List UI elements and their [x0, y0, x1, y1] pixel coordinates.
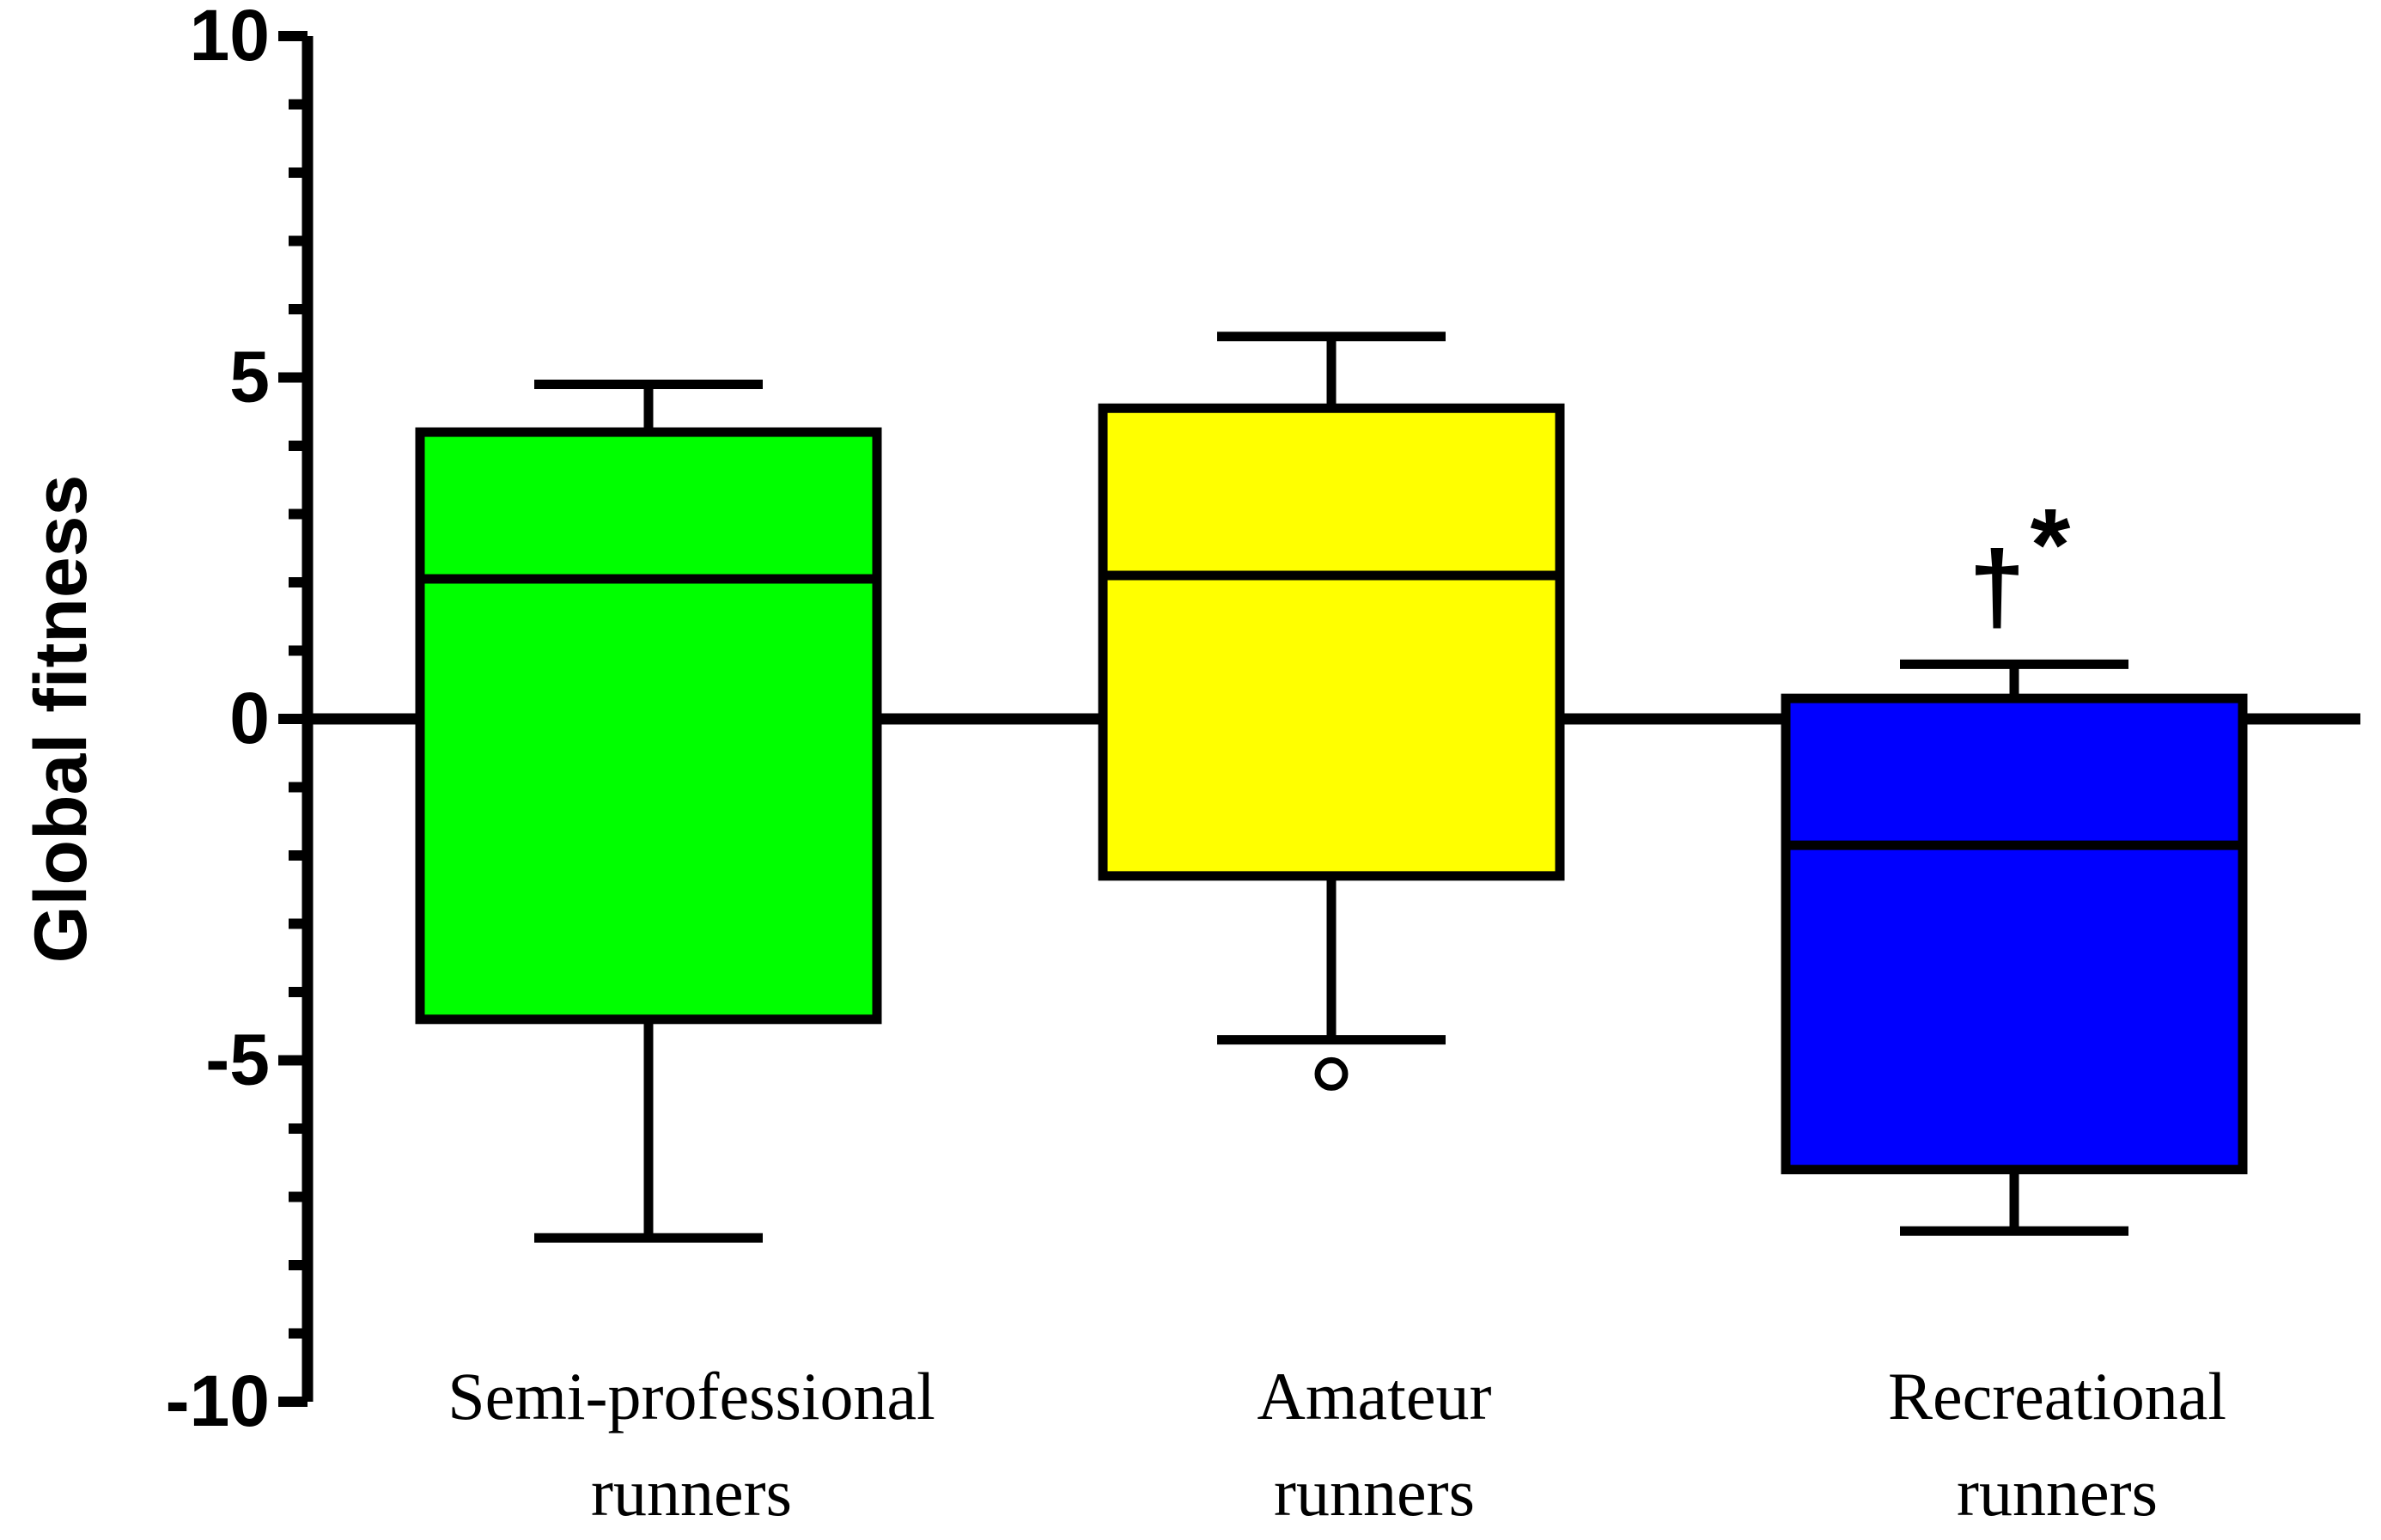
- significance-marker: *: [2031, 487, 2071, 602]
- box-group: [1098, 332, 1565, 1091]
- box-group: [1781, 659, 2248, 1236]
- x-category-label: Recreational: [1888, 1359, 2226, 1433]
- labels-layer: 10 5 0 -5 -10 Global fitnessSemi-professional…: [20, 0, 2226, 1530]
- boxes-layer: [415, 332, 2248, 1243]
- x-category-label: runners: [591, 1455, 792, 1530]
- x-category-label: runners: [1274, 1455, 1475, 1530]
- significance-marker: †: [1969, 530, 2025, 643]
- y-tick-label: -10: [166, 1360, 270, 1441]
- box-iqr: [1781, 693, 2248, 1175]
- y-axis-title: Global fitness: [20, 475, 102, 964]
- y-tick-label: 0: [229, 678, 270, 758]
- x-category-label: Semi-professional: [448, 1359, 935, 1433]
- box-group: [415, 379, 882, 1243]
- y-tick-label: 10: [190, 0, 270, 76]
- y-tick-label: 5: [229, 337, 270, 417]
- x-category-label: runners: [1957, 1455, 2158, 1530]
- y-tick-label: -5: [205, 1020, 270, 1100]
- x-category-label: Amateur: [1257, 1359, 1492, 1433]
- box-iqr: [415, 427, 882, 1025]
- outlier-point: [1314, 1056, 1349, 1091]
- box-iqr: [1098, 403, 1565, 881]
